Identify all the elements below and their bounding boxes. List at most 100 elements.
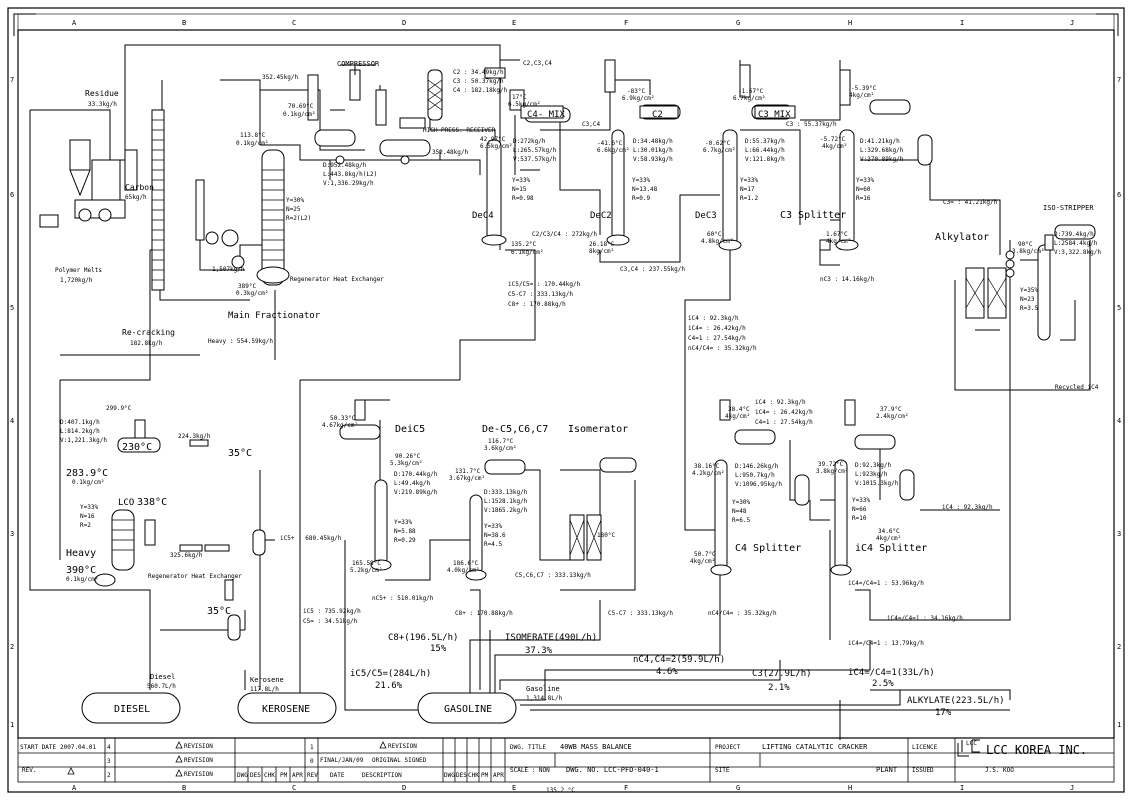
tb-col-header: PM bbox=[481, 772, 489, 779]
label-ic4s-bot-press: 4kg/cm² bbox=[876, 535, 901, 542]
label-ic4s-top-press: 2.4kg/cm² bbox=[876, 413, 909, 420]
label-lco-spec-0: D:407.1kg/h bbox=[60, 419, 100, 426]
tb-start-date-label: START DATE bbox=[20, 744, 57, 751]
label-c4-flow: C4 : 182.18kg/h bbox=[453, 87, 508, 94]
tb-revision-triangles bbox=[67, 741, 387, 777]
label-dec3-top-press: 6.7kg/cm² bbox=[733, 95, 766, 102]
grid-row-label: 5 bbox=[1117, 304, 1121, 312]
label-c4s-bot: 50.7°C bbox=[694, 551, 716, 558]
label-c4s-bot-press: 4kg/cm² bbox=[690, 558, 715, 565]
label-iso-spec-1: L:2584.4kg/h bbox=[1054, 240, 1098, 247]
corner-mark-tl bbox=[13, 13, 36, 36]
label-recracking-flow: 182.8kg/h bbox=[130, 340, 163, 347]
label-t390-press: 0.1kg/cm² bbox=[66, 576, 99, 583]
label-recv-spec-2: V:1,336.29kg/h bbox=[323, 180, 374, 187]
tb-rev-mark: 0 bbox=[310, 758, 314, 765]
label-deic5-spec-1: L:49.4kg/h bbox=[394, 480, 431, 487]
grid-row-label: 6 bbox=[1117, 191, 1121, 199]
label-c3s-spec-2: V:370.89kg/h bbox=[860, 156, 904, 163]
label-c2c3c4-flow: C2/C3/C4 : 272kg/h bbox=[532, 231, 597, 238]
label-lco-params-2: R=2 bbox=[80, 522, 91, 529]
label-dec5-top-press: 3.6kg/cm² bbox=[484, 445, 517, 452]
label-dec3-params-1: N=17 bbox=[740, 186, 755, 193]
tb-col-header: APR bbox=[493, 772, 504, 779]
label-lco-temp: 338°C bbox=[137, 497, 167, 508]
label-c5plus-1: C5-C7 : 333.13kg/h bbox=[508, 291, 573, 298]
label-dec5-spec-0: D:333.13kg/h bbox=[484, 489, 528, 496]
label-c8-share: 15% bbox=[430, 644, 447, 654]
unit-dec2: DeC2 bbox=[590, 211, 612, 221]
tb-revision: REVISION bbox=[184, 757, 213, 764]
unit-ic4-splitter: iC4 Splitter bbox=[855, 543, 927, 554]
label-iso-spec-2: V:3,322.8kg/h bbox=[1054, 249, 1101, 256]
grid-col-label: H bbox=[848, 784, 852, 792]
tb-issued-label: ISSUED bbox=[912, 767, 934, 774]
label-mf-spec-1: N=25 bbox=[286, 206, 301, 213]
grid-col-label: A bbox=[72, 19, 77, 27]
label-c5c6c7-flow: C5,C6,C7 : 333.13kg/h bbox=[515, 572, 591, 579]
label-c4s-spec-top-2: C4=1 : 27.54kg/h bbox=[755, 419, 813, 426]
label-mf-bot-temp: 389°C bbox=[238, 283, 256, 290]
grid-row-label: 5 bbox=[10, 304, 14, 312]
tb-col-header: PM bbox=[280, 772, 288, 779]
company-logo-text: LCC bbox=[966, 740, 977, 747]
label-gasoline-name: Gasoline bbox=[526, 685, 560, 693]
label-dec4-spec-2: V:537.57kg/h bbox=[513, 156, 557, 163]
grid-row-label: 2 bbox=[1117, 643, 1121, 651]
unit-deic5: DeiC5 bbox=[395, 424, 425, 435]
label-dec5-feed: 131.7°C bbox=[455, 468, 481, 475]
label-c3s-spec-1: L:329.68kg/h bbox=[860, 147, 904, 154]
grid-row-label: 1 bbox=[1117, 721, 1121, 729]
label-nc3-flow: nC3 : 14.16kg/h bbox=[820, 276, 875, 283]
label-t230-flow: 224.3kg/h bbox=[178, 433, 211, 440]
tb-dwg-title: 40WB MASS BALANCE bbox=[560, 743, 632, 751]
label-iso-params-2: R=3.5 bbox=[1020, 305, 1038, 312]
label-ic4c41-flow2: iC4=/C4=1 : 34.16kg/h bbox=[887, 615, 963, 622]
grid-band bbox=[17, 13, 1115, 31]
mix-c3: C3 MIX bbox=[758, 110, 791, 120]
tb-col-header: CHK bbox=[468, 772, 479, 779]
label-c4s-feed-press: 4.2kg/cm² bbox=[692, 470, 725, 477]
label-dec2-spec-1: L:30.01kg/h bbox=[633, 147, 673, 154]
label-isomer-temp: 180°C bbox=[597, 532, 615, 539]
label-dec5-bot-press: 4.0kg/cm² bbox=[447, 567, 480, 574]
label-dec2-params-2: R=0.9 bbox=[632, 195, 650, 202]
label-dec3-bot: 60°C bbox=[707, 231, 722, 238]
label-c3c4-flow: C3,C4 : 237.55kg/h bbox=[620, 266, 685, 273]
diesel-drum bbox=[81, 692, 181, 724]
label-t299: 299.9°C bbox=[106, 405, 132, 412]
label-iso-params-1: N=23 bbox=[1020, 296, 1035, 303]
label-c4-breakdown-2: C4=1 : 27.54kg/h bbox=[688, 335, 746, 342]
label-c8-flow: C8+ : 170.88kg/h bbox=[455, 610, 513, 617]
tb-dwg-title-label: DWG. TITLE bbox=[510, 744, 547, 751]
unit-regenerator-bottom: Regenerator Heat Exchanger bbox=[148, 573, 242, 580]
tb-start-date: 2007.04.01 bbox=[60, 744, 97, 751]
label-dec2-params-1: N=13.48 bbox=[632, 186, 658, 193]
label-dec5-params-2: R=4.5 bbox=[484, 541, 502, 548]
label-ic4s-feed-press: 3.8kg/cm² bbox=[816, 468, 849, 475]
label-dec4-bot-press: 6.1kg/cm² bbox=[511, 249, 544, 256]
label-heavy-flow: Heavy : 554.59kg/h bbox=[208, 338, 273, 345]
label-deic5-params-1: N=5.88 bbox=[394, 528, 416, 535]
label-dec5-feed-press: 3.67kg/cm² bbox=[449, 475, 485, 482]
label-c4s-spec-0: D:146.26kg/h bbox=[735, 463, 779, 470]
grid-rows-right: 7 6 5 4 3 2 1 bbox=[1117, 76, 1121, 729]
label-recv-spec-1: L:443.8kg/h(L2) bbox=[323, 171, 377, 178]
label-dec5-bot: 186.6°C bbox=[453, 560, 479, 567]
label-diesel-vol: 560.7L/h bbox=[147, 683, 176, 690]
product-drums bbox=[81, 692, 517, 724]
label-diesel-name: Diesel bbox=[150, 673, 175, 681]
gasoline-drum bbox=[417, 692, 517, 724]
label-c2-flow: C2 : 34.49kg/h bbox=[453, 69, 504, 76]
label-t390: 390°C bbox=[66, 565, 96, 576]
label-dec2-spec-2: V:58.93kg/h bbox=[633, 156, 673, 163]
tb-project: LIFTING CATALYTIC CRACKER bbox=[762, 743, 868, 751]
tb-rev-row: 4 bbox=[107, 744, 111, 751]
tb-scale-label: SCALE : NON bbox=[510, 767, 550, 774]
unit-alkylator: Alkylator bbox=[935, 232, 989, 243]
label-isomerate-pct: ISOMERATE(490L/h) bbox=[505, 633, 597, 643]
label-c5plus-2: C8+ : 170.88kg/h bbox=[508, 301, 566, 308]
tb-rev-row: 3 bbox=[107, 758, 111, 765]
label-c4s-spec-2: V:1096.95kg/h bbox=[735, 481, 782, 488]
grid-col-label: C bbox=[292, 784, 296, 792]
